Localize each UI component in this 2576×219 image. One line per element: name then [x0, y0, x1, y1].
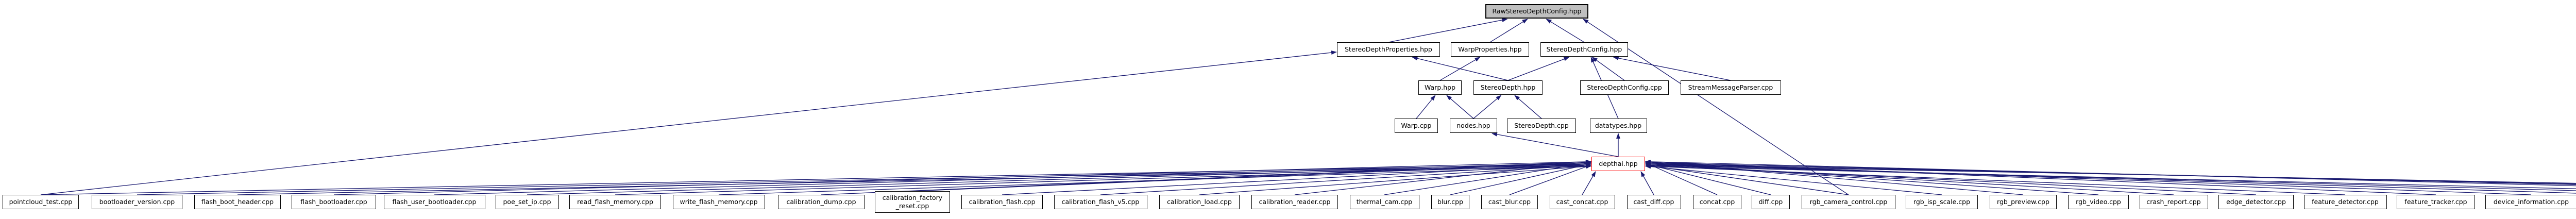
- graph-node-nodes.hpp[interactable]: nodes.hpp: [1450, 119, 1497, 133]
- graph-node-depthai.hpp[interactable]: depthai.hpp: [1591, 157, 1645, 171]
- graph-node-calibration_flash.cpp[interactable]: calibration_flash.cpp: [961, 195, 1043, 209]
- edge-calibration_load.cpp-to-depthai.hpp: [1199, 164, 1591, 195]
- edge-concat.cpp-to-depthai.hpp: [1645, 162, 1718, 195]
- graph-node-bootloader_version.cpp[interactable]: bootloader_version.cpp: [92, 195, 182, 209]
- graph-node-feature_tracker.cpp[interactable]: feature_tracker.cpp: [2397, 195, 2475, 209]
- graph-node-RawStereoDepthConfig.hpp[interactable]: RawStereoDepthConfig.hpp: [1485, 4, 1588, 19]
- edge-pointcloud_test.cpp-to-StereoDepthProperties.hpp: [40, 50, 1337, 195]
- graph-node-flash_bootloader.cpp[interactable]: flash_bootloader.cpp: [292, 195, 376, 209]
- edge-StereoDepthConfig.cpp-to-StereoDepthConfig.hpp: [1591, 57, 1625, 81]
- graph-node-StereoDepth.hpp[interactable]: StereoDepth.hpp: [1473, 80, 1543, 95]
- edge-feature_detector.cpp-to-depthai.hpp: [1645, 164, 2346, 195]
- edge-cast_diff.cpp-to-depthai.hpp: [1640, 171, 1654, 195]
- edge-Warp.hpp-to-WarpProperties.hpp: [1439, 57, 1481, 81]
- graph-node-cast_concat.cpp[interactable]: cast_concat.cpp: [1549, 195, 1615, 209]
- graph-node-rgb_isp_scale.cpp[interactable]: rgb_isp_scale.cpp: [1906, 195, 1978, 209]
- edge-diff.cpp-to-depthai.hpp: [1645, 163, 1771, 195]
- edge-calibration_flash.cpp-to-depthai.hpp: [1002, 162, 1591, 195]
- graph-node-poe_set_ip.cpp[interactable]: poe_set_ip.cpp: [495, 195, 559, 209]
- edge-calibration_flash_v5.cpp-to-depthai.hpp: [1100, 163, 1591, 195]
- graph-node-cast_blur.cpp[interactable]: cast_blur.cpp: [1481, 195, 1538, 209]
- graph-node-thermal_cam.cpp[interactable]: thermal_cam.cpp: [1349, 195, 1419, 209]
- edge-blur.cpp-to-depthai.hpp: [1450, 163, 1591, 195]
- edge-thermal_cam.cpp-to-depthai.hpp: [1384, 161, 1591, 195]
- graph-node-StereoDepth.cpp[interactable]: StereoDepth.cpp: [1507, 119, 1576, 133]
- graph-node-StereoDepthConfig.hpp[interactable]: StereoDepthConfig.hpp: [1540, 42, 1628, 57]
- edge-flash_boot_header.cpp-to-depthai.hpp: [237, 164, 1591, 195]
- edge-depthai.hpp-to-nodes.hpp: [1492, 132, 1619, 157]
- edge-cast_blur.cpp-to-depthai.hpp: [1509, 164, 1591, 195]
- edge-calibration_reader.cpp-to-depthai.hpp: [1294, 160, 1591, 195]
- graph-node-rgb_camera_control.cpp[interactable]: rgb_camera_control.cpp: [1802, 195, 1895, 209]
- edge-queue_add_callback.cpp-to-depthai.hpp: [1645, 159, 2576, 187]
- edge-read_flash_memory.cpp-to-depthai.hpp: [615, 163, 1591, 195]
- graph-node-WarpProperties.hpp[interactable]: WarpProperties.hpp: [1451, 42, 1529, 57]
- edge-cast_concat.cpp-to-depthai.hpp: [1582, 171, 1596, 195]
- edge-WarpProperties.hpp-to-RawStereoDepthConfig.hpp: [1489, 19, 1528, 43]
- edge-device_logging.cpp-to-depthai.hpp: [1645, 162, 2576, 194]
- edge-StereoDepthProperties.hpp-to-RawStereoDepthConfig.hpp: [1388, 18, 1508, 43]
- graph-node-Warp.hpp[interactable]: Warp.hpp: [1418, 80, 1462, 95]
- edge-calibration_factory_reset.cpp-to-depthai.hpp: [912, 161, 1591, 192]
- graph-node-rgb_video.cpp[interactable]: rgb_video.cpp: [2068, 195, 2129, 209]
- edge-opencv_support.cpp-to-depthai.hpp: [1645, 164, 2576, 189]
- graph-node-feature_detector.cpp[interactable]: feature_detector.cpp: [2303, 195, 2387, 209]
- graph-node-StreamMessageParser.cpp[interactable]: StreamMessageParser.cpp: [1680, 80, 1781, 95]
- edge-flash_bootloader.cpp-to-depthai.hpp: [333, 159, 1591, 195]
- graph-node-concat.cpp[interactable]: concat.cpp: [1693, 195, 1741, 209]
- graph-node-read_flash_memory.cpp[interactable]: read_flash_memory.cpp: [569, 195, 661, 209]
- graph-node-write_flash_memory.cpp[interactable]: write_flash_memory.cpp: [672, 195, 765, 209]
- graph-node-blur.cpp[interactable]: blur.cpp: [1431, 195, 1469, 209]
- graph-node-cast_diff.cpp[interactable]: cast_diff.cpp: [1626, 195, 1681, 209]
- graph-node-rgb_preview.cpp[interactable]: rgb_preview.cpp: [1990, 195, 2057, 209]
- edge-bootloader_config.cpp-to-depthai.hpp: [1645, 163, 2576, 184]
- edge-bootloader_version.cpp-to-depthai.hpp: [137, 163, 1591, 195]
- edge-calibration_dump.cpp-to-depthai.hpp: [821, 160, 1591, 195]
- edge-StreamMessageParser.cpp-to-StereoDepthConfig.hpp: [1613, 56, 1731, 81]
- graph-node-device_information.cpp[interactable]: device_information.cpp: [2485, 195, 2576, 209]
- edge-nodes.hpp-to-Warp.hpp: [1446, 95, 1474, 119]
- edge-StereoDepthConfig.hpp-to-RawStereoDepthConfig.hpp: [1546, 19, 1585, 43]
- graph-node-calibration_reader.cpp[interactable]: calibration_reader.cpp: [1251, 195, 1338, 209]
- edge-StereoDepth.cpp-to-StereoDepth.hpp: [1514, 95, 1542, 119]
- graph-node-StereoDepthProperties.hpp[interactable]: StereoDepthProperties.hpp: [1337, 42, 1440, 57]
- graph-node-flash_boot_header.cpp[interactable]: flash_boot_header.cpp: [194, 195, 281, 209]
- edge-rgb_isp_scale.cpp-to-depthai.hpp: [1645, 164, 1942, 195]
- graph-node-crash_report.cpp[interactable]: crash_report.cpp: [2139, 195, 2208, 209]
- edge-device_queue_event.cpp-to-depthai.hpp: [1645, 163, 2576, 191]
- edge-nodes.hpp-to-StereoDepth.hpp: [1473, 95, 1502, 119]
- graph-node-StereoDepthConfig.cpp[interactable]: StereoDepthConfig.cpp: [1580, 80, 1669, 95]
- graph-node-edge_detector.cpp[interactable]: edge_detector.cpp: [2218, 195, 2294, 209]
- graph-node-calibration_flash_v5.cpp[interactable]: calibration_flash_v5.cpp: [1054, 195, 1147, 209]
- edge-pointcloud_test.cpp-to-depthai.hpp: [40, 162, 1591, 195]
- edge-flash_user_bootloader.cpp-to-depthai.hpp: [434, 161, 1591, 195]
- graph-node-calibration_dump.cpp[interactable]: calibration_dump.cpp: [778, 195, 865, 209]
- graph-node-flash_user_bootloader.cpp[interactable]: flash_user_bootloader.cpp: [383, 195, 485, 209]
- graph-node-pointcloud_test.cpp[interactable]: pointcloud_test.cpp: [3, 195, 79, 209]
- graph-node-calibration_factory_reset.cpp[interactable]: calibration_factory _reset.cpp: [875, 191, 950, 213]
- edge-Warp.cpp-to-Warp.hpp: [1416, 95, 1436, 119]
- edge-StereoDepth.hpp-to-StereoDepthConfig.hpp: [1507, 57, 1570, 81]
- edge-rgb_camera_control.cpp-to-depthai.hpp: [1645, 163, 1849, 195]
- graph-node-datatypes.hpp[interactable]: datatypes.hpp: [1589, 119, 1647, 133]
- edge-edge_detector.cpp-to-depthai.hpp: [1645, 163, 2257, 195]
- graph-node-Warp.cpp[interactable]: Warp.cpp: [1395, 119, 1438, 133]
- graph-node-diff.cpp[interactable]: diff.cpp: [1752, 195, 1790, 209]
- graph-node-calibration_load.cpp[interactable]: calibration_load.cpp: [1159, 195, 1240, 209]
- edge-feature_tracker.cpp-to-depthai.hpp: [1645, 160, 2436, 195]
